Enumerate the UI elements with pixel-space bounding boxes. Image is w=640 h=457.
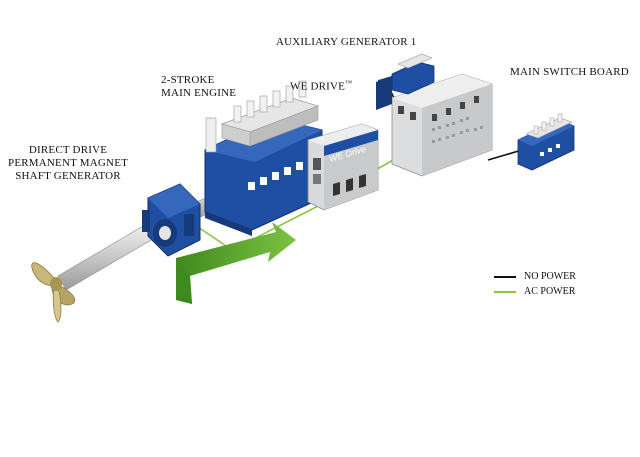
auxiliary-generator-1	[376, 53, 435, 110]
legend-ac-power-swatch	[494, 290, 516, 293]
shaft-generator-label: DIRECT DRIVE PERMANENT MAGNET SHAFT GENE…	[8, 144, 129, 182]
we-drive-cabinet	[307, 123, 379, 211]
legend-no-power-swatch	[494, 275, 516, 278]
main-switch-board	[378, 73, 493, 177]
legend-no-power: NO POWER	[494, 271, 576, 282]
main-engine-label: 2-STROKE MAIN ENGINE	[161, 74, 237, 99]
pto-power-arrow	[176, 222, 296, 304]
auxiliary-generator-label: AUXILIARY GENERATOR 1	[276, 36, 417, 48]
legend-ac-power-label: AC POWER	[524, 286, 576, 297]
main-switch-board-label: MAIN SWITCH BOARD	[510, 66, 629, 78]
we-drive-label: WE DRIVE™	[290, 79, 353, 93]
propeller	[31, 262, 76, 323]
legend-no-power-label: NO POWER	[524, 271, 576, 282]
shaft-generator	[142, 183, 201, 257]
legend-ac-power: AC POWER	[494, 286, 575, 297]
auxiliary-generator-2	[517, 113, 575, 171]
main-engine	[204, 80, 323, 236]
